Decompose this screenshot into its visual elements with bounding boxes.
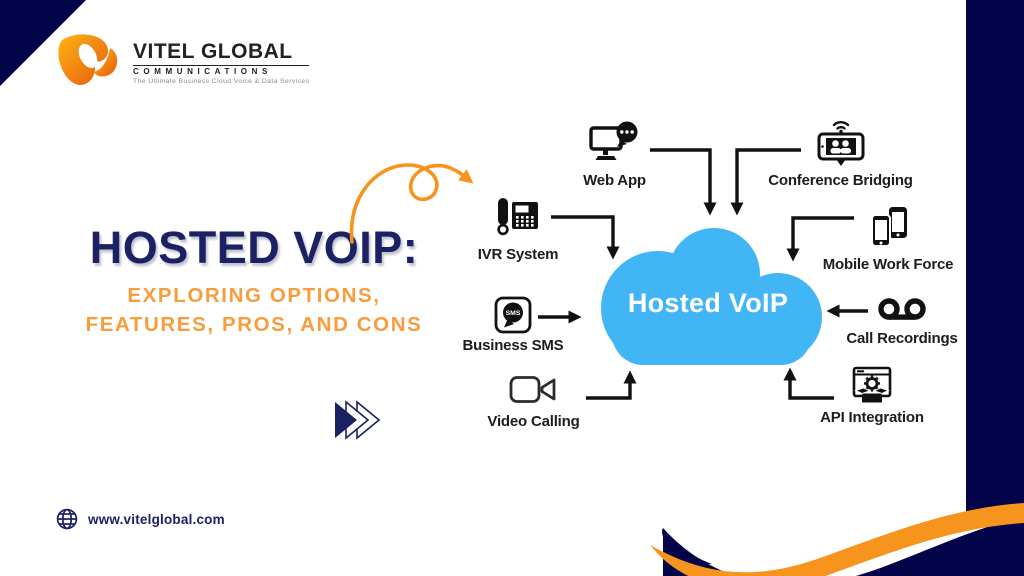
globe-icon [56, 508, 78, 530]
brand-logo-mark-icon [58, 34, 118, 86]
mobile-work-force-icon [871, 207, 907, 247]
node-label: IVR System [477, 246, 559, 263]
ivr-system-icon [497, 198, 538, 236]
brand-logo: VITEL GLOBAL COMMUNICATIONS The Ultimate… [52, 32, 310, 94]
node-ivr-system: IVR System [462, 196, 574, 263]
arrow-conference-bridging [730, 148, 801, 216]
headline-block: HOSTED VOIP: EXPLORING OPTIONS, FEATURES… [78, 224, 430, 340]
node-label: Mobile Work Force [822, 256, 954, 273]
footer: www.vitelglobal.com [55, 507, 225, 531]
brand-name: VITEL GLOBAL [133, 39, 293, 63]
arrow-ivr-system [551, 215, 620, 260]
node-api-integration: API Integration [802, 366, 942, 426]
bottom-navy-wave-shape [663, 516, 1024, 576]
bottom-orange-wave-shape [650, 503, 1024, 576]
node-web-app: Web App [552, 120, 677, 189]
corner-triangle-shape [0, 0, 86, 86]
conference-bridging-icon [817, 120, 864, 166]
cloud-center-label: Hosted VoIP [627, 288, 789, 318]
node-label: Call Recordings [846, 330, 958, 347]
node-mobile-work-force: Mobile Work Force [812, 206, 964, 273]
video-calling-icon [509, 376, 555, 403]
node-label: API Integration [820, 409, 924, 426]
node-label: Business SMS [462, 337, 564, 354]
call-recordings-icon [878, 298, 926, 320]
brand-subtitle: COMMUNICATIONS [133, 64, 310, 76]
business-sms-icon: SMS [494, 296, 532, 334]
brand-tagline: The Ultimate Business Cloud Voice & Data… [133, 77, 310, 85]
node-label: Conference Bridging [768, 172, 913, 189]
web-app-icon [588, 121, 637, 160]
node-call-recordings: Call Recordings [836, 296, 968, 347]
triple-chevron-icon [335, 400, 381, 440]
curly-arrow-icon [349, 163, 474, 244]
wave-navy-tip-shape [662, 528, 712, 565]
brand-logo-text: VITEL GLOBAL COMMUNICATIONS The Ultimate… [133, 39, 310, 86]
arrow-video-calling [586, 370, 637, 400]
node-conference-bridging: Conference Bridging [763, 116, 918, 189]
node-video-calling: Video Calling [476, 374, 591, 430]
subtitle-line-1: EXPLORING OPTIONS, [127, 284, 381, 308]
website-url: www.vitelglobal.com [88, 511, 225, 527]
sms-badge-text: SMS [506, 310, 521, 317]
node-label: Web App [583, 172, 646, 189]
page-title: HOSTED VOIP: [89, 222, 419, 273]
arrow-api-integration [783, 367, 834, 400]
api-integration-icon [852, 366, 892, 403]
right-band-shape [966, 0, 1024, 514]
hosted-voip-cloud: Hosted VoIP [592, 222, 832, 372]
arrow-web-app [650, 148, 717, 216]
node-label: Video Calling [487, 413, 580, 430]
arrow-mobile-work-force [786, 216, 854, 262]
subtitle-line-2: FEATURES, PROS, AND CONS [85, 312, 423, 336]
cloud-icon [601, 228, 822, 365]
node-business-sms: SMS Business SMS [454, 296, 572, 354]
